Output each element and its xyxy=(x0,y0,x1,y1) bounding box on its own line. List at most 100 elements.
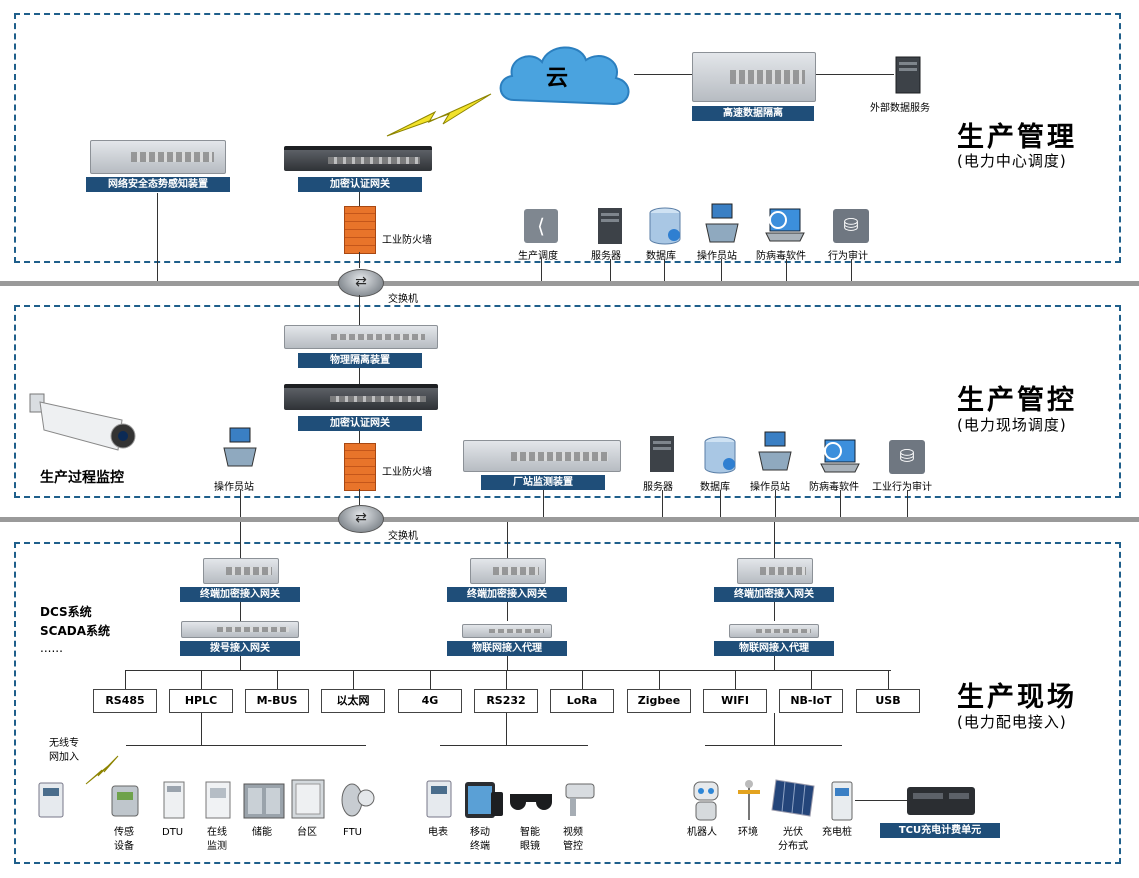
terminal-gateway-device-2 xyxy=(470,558,546,584)
iot-proxy-device-2 xyxy=(729,624,819,638)
mid-service-operator-station: 操作员站 xyxy=(750,482,790,493)
protocol-4g: 4G xyxy=(398,689,462,713)
database-icon xyxy=(649,207,681,245)
zone-field xyxy=(14,542,1121,864)
video-camera-icon xyxy=(565,783,595,816)
terminal-gateway-label-3: 终端加密接入网关 xyxy=(714,587,834,602)
tcu-device-icon xyxy=(907,787,975,815)
backbone-bus-top xyxy=(0,281,1139,286)
device-robot-label: 机器人 xyxy=(687,827,717,838)
charging-pile-icon xyxy=(831,781,853,821)
mid-service-database: 数据库 xyxy=(700,482,730,493)
smart-glasses-icon xyxy=(510,794,552,810)
mid-service-audit: 工业行为审计 xyxy=(872,482,932,493)
plant-monitor-label: 厂站监测装置 xyxy=(481,475,605,490)
firewall-top-label: 工业防火墙 xyxy=(382,235,432,246)
solar-panel-icon xyxy=(771,779,815,817)
crypto-gateway-top xyxy=(284,146,432,171)
protocol-lora: LoRa xyxy=(550,689,614,713)
environment-icon xyxy=(738,780,760,820)
zone-subtitle-field: (电力配电接入) xyxy=(957,713,1067,731)
protocol-hplc: HPLC xyxy=(169,689,233,713)
meter-icon xyxy=(426,780,452,818)
camera-icon xyxy=(29,393,136,451)
zone-management xyxy=(14,13,1121,263)
protocol-wifi: WIFI xyxy=(703,689,767,713)
dialup-gateway-label: 拨号接入网关 xyxy=(180,641,300,656)
service-operator-station: 操作员站 xyxy=(697,251,737,262)
system-scada: SCADA系统 xyxy=(40,624,110,638)
device-solar-label: 光伏分布式 xyxy=(778,827,808,852)
service-database: 数据库 xyxy=(646,251,676,262)
audit-icon: ⛁ xyxy=(833,209,869,243)
dtu-icon xyxy=(163,781,185,819)
wireless-link-icon xyxy=(85,755,119,785)
device-online-monitor-label: 在线监测 xyxy=(207,827,227,852)
device-mobile-terminal-label: 移动终端 xyxy=(470,827,490,852)
high-speed-isolation-label: 高速数据隔离 xyxy=(692,106,814,121)
device-sensor-label: 传感设备 xyxy=(114,827,134,852)
service-antivirus: 防病毒软件 xyxy=(756,251,806,262)
device-transformer-area-label: 台区 xyxy=(297,827,317,838)
high-speed-isolation-device xyxy=(692,52,816,102)
zone-control xyxy=(14,305,1121,498)
security-sensing-label: 网络安全态势感知装置 xyxy=(86,177,230,192)
firewall-middle-label: 工业防火墙 xyxy=(382,467,432,478)
device-storage-label: 储能 xyxy=(252,827,272,838)
storage-icon xyxy=(243,783,285,819)
wireless-link-icon xyxy=(386,93,492,137)
server-icon xyxy=(650,436,674,472)
mid-service-antivirus: 防病毒软件 xyxy=(809,482,859,493)
device-smart-glasses-label: 智能眼镜 xyxy=(520,827,540,852)
switch-icon: ⇄ xyxy=(338,269,384,297)
protocol-mbus: M-BUS xyxy=(245,689,309,713)
cloud-icon xyxy=(499,46,630,106)
service-production-dispatch: 生产调度 xyxy=(518,251,558,262)
external-service-label: 外部数据服务 xyxy=(870,103,930,114)
crypto-gateway-middle xyxy=(284,384,438,410)
wireless-access-label: 无线专网加入 xyxy=(49,738,79,763)
server-icon xyxy=(598,208,622,244)
robot-icon xyxy=(693,781,719,821)
terminal-gateway-label-1: 终端加密接入网关 xyxy=(180,587,300,602)
mobile-terminal-icon xyxy=(465,782,503,818)
switch-middle-label: 交换机 xyxy=(388,531,418,542)
physical-isolation-label: 物理隔离装置 xyxy=(298,353,422,368)
system-dcs: DCS系统 xyxy=(40,605,92,619)
cloud-label: 云 xyxy=(546,66,569,91)
sensor-icon xyxy=(111,785,139,817)
server-icon xyxy=(895,56,921,94)
crypto-gateway-middle-label: 加密认证网关 xyxy=(298,416,422,431)
operator-station-icon xyxy=(223,427,257,467)
terminal-gateway-device-1 xyxy=(203,558,279,584)
protocol-usb: USB xyxy=(856,689,920,713)
ftu-icon xyxy=(341,783,375,817)
zone-title-management: 生产管理 xyxy=(957,122,1077,153)
crypto-gateway-top-label: 加密认证网关 xyxy=(298,177,422,192)
database-icon xyxy=(704,436,736,474)
backbone-bus-middle xyxy=(0,517,1139,522)
operator-station-icon xyxy=(758,431,792,471)
process-monitoring-label: 生产过程监控 xyxy=(40,470,124,486)
dialup-gateway-device xyxy=(181,621,299,638)
switch-top-label: 交换机 xyxy=(388,294,418,305)
protocol-rs485: RS485 xyxy=(93,689,157,713)
device-dtu-label: DTU xyxy=(162,827,184,838)
protocol-rs232: RS232 xyxy=(474,689,538,713)
antivirus-icon xyxy=(820,439,860,473)
share-icon: ⟨ xyxy=(524,209,558,243)
iot-proxy-label-1: 物联网接入代理 xyxy=(447,641,567,656)
zone-title-control: 生产管控 xyxy=(957,385,1077,416)
physical-isolation-device xyxy=(284,325,438,349)
terminal-gateway-device-3 xyxy=(737,558,813,584)
online-monitor-icon xyxy=(205,781,231,819)
device-meter-label: 电表 xyxy=(428,827,448,838)
device-charging-pile-label: 充电桩 xyxy=(822,827,852,838)
zone-title-field: 生产现场 xyxy=(957,682,1077,713)
zone-subtitle-control: (电力现场调度) xyxy=(957,416,1067,434)
protocol-zigbee: Zigbee xyxy=(627,689,691,713)
zone-subtitle-management: (电力中心调度) xyxy=(957,152,1067,170)
protocol-nbiot: NB-IoT xyxy=(779,689,843,713)
device-environment-label: 环境 xyxy=(738,827,758,838)
protocol-ethernet: 以太网 xyxy=(321,689,385,713)
